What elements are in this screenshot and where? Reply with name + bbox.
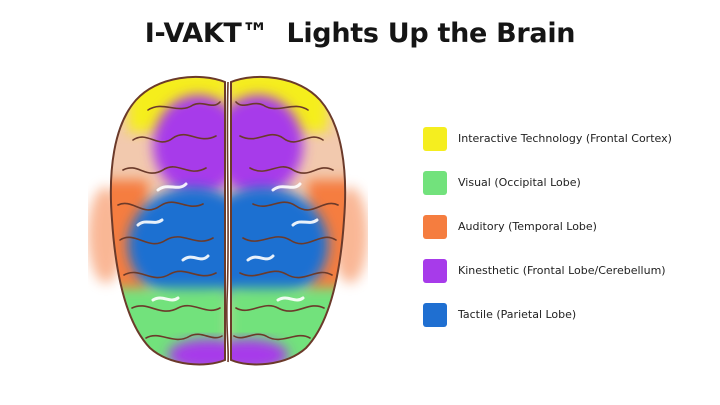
legend-swatch [423, 303, 447, 327]
legend-label: Visual (Occipital Lobe) [458, 176, 581, 189]
page-title: I-VAKT™ Lights Up the Brain [144, 18, 576, 49]
legend-swatch [423, 215, 447, 239]
legend-swatch [423, 127, 447, 151]
brain-sulci [117, 101, 339, 341]
longitudinal-fissure [225, 81, 230, 363]
legend: Interactive Technology (Frontal Cortex) … [423, 127, 713, 347]
legend-swatch [423, 171, 447, 195]
legend-label: Interactive Technology (Frontal Cortex) [458, 132, 672, 145]
brain-highlights [136, 182, 319, 302]
legend-item-visual: Visual (Occipital Lobe) [423, 171, 713, 215]
legend-item-auditory: Auditory (Temporal Lobe) [423, 215, 713, 259]
legend-label: Kinesthetic (Frontal Lobe/Cerebellum) [458, 264, 666, 277]
legend-label: Tactile (Parietal Lobe) [458, 308, 577, 321]
legend-item-kinesthetic: Kinesthetic (Frontal Lobe/Cerebellum) [423, 259, 713, 303]
left-hemisphere-outline [109, 75, 226, 366]
legend-swatch [423, 259, 447, 283]
left-hemisphere-regions [110, 76, 226, 365]
legend-item-interactive-technology: Interactive Technology (Frontal Cortex) [423, 127, 713, 171]
legend-label: Auditory (Temporal Lobe) [458, 220, 597, 233]
right-hemisphere-outline [230, 75, 347, 366]
brain-illustration [88, 75, 368, 366]
legend-item-tactile: Tactile (Parietal Lobe) [423, 303, 713, 347]
